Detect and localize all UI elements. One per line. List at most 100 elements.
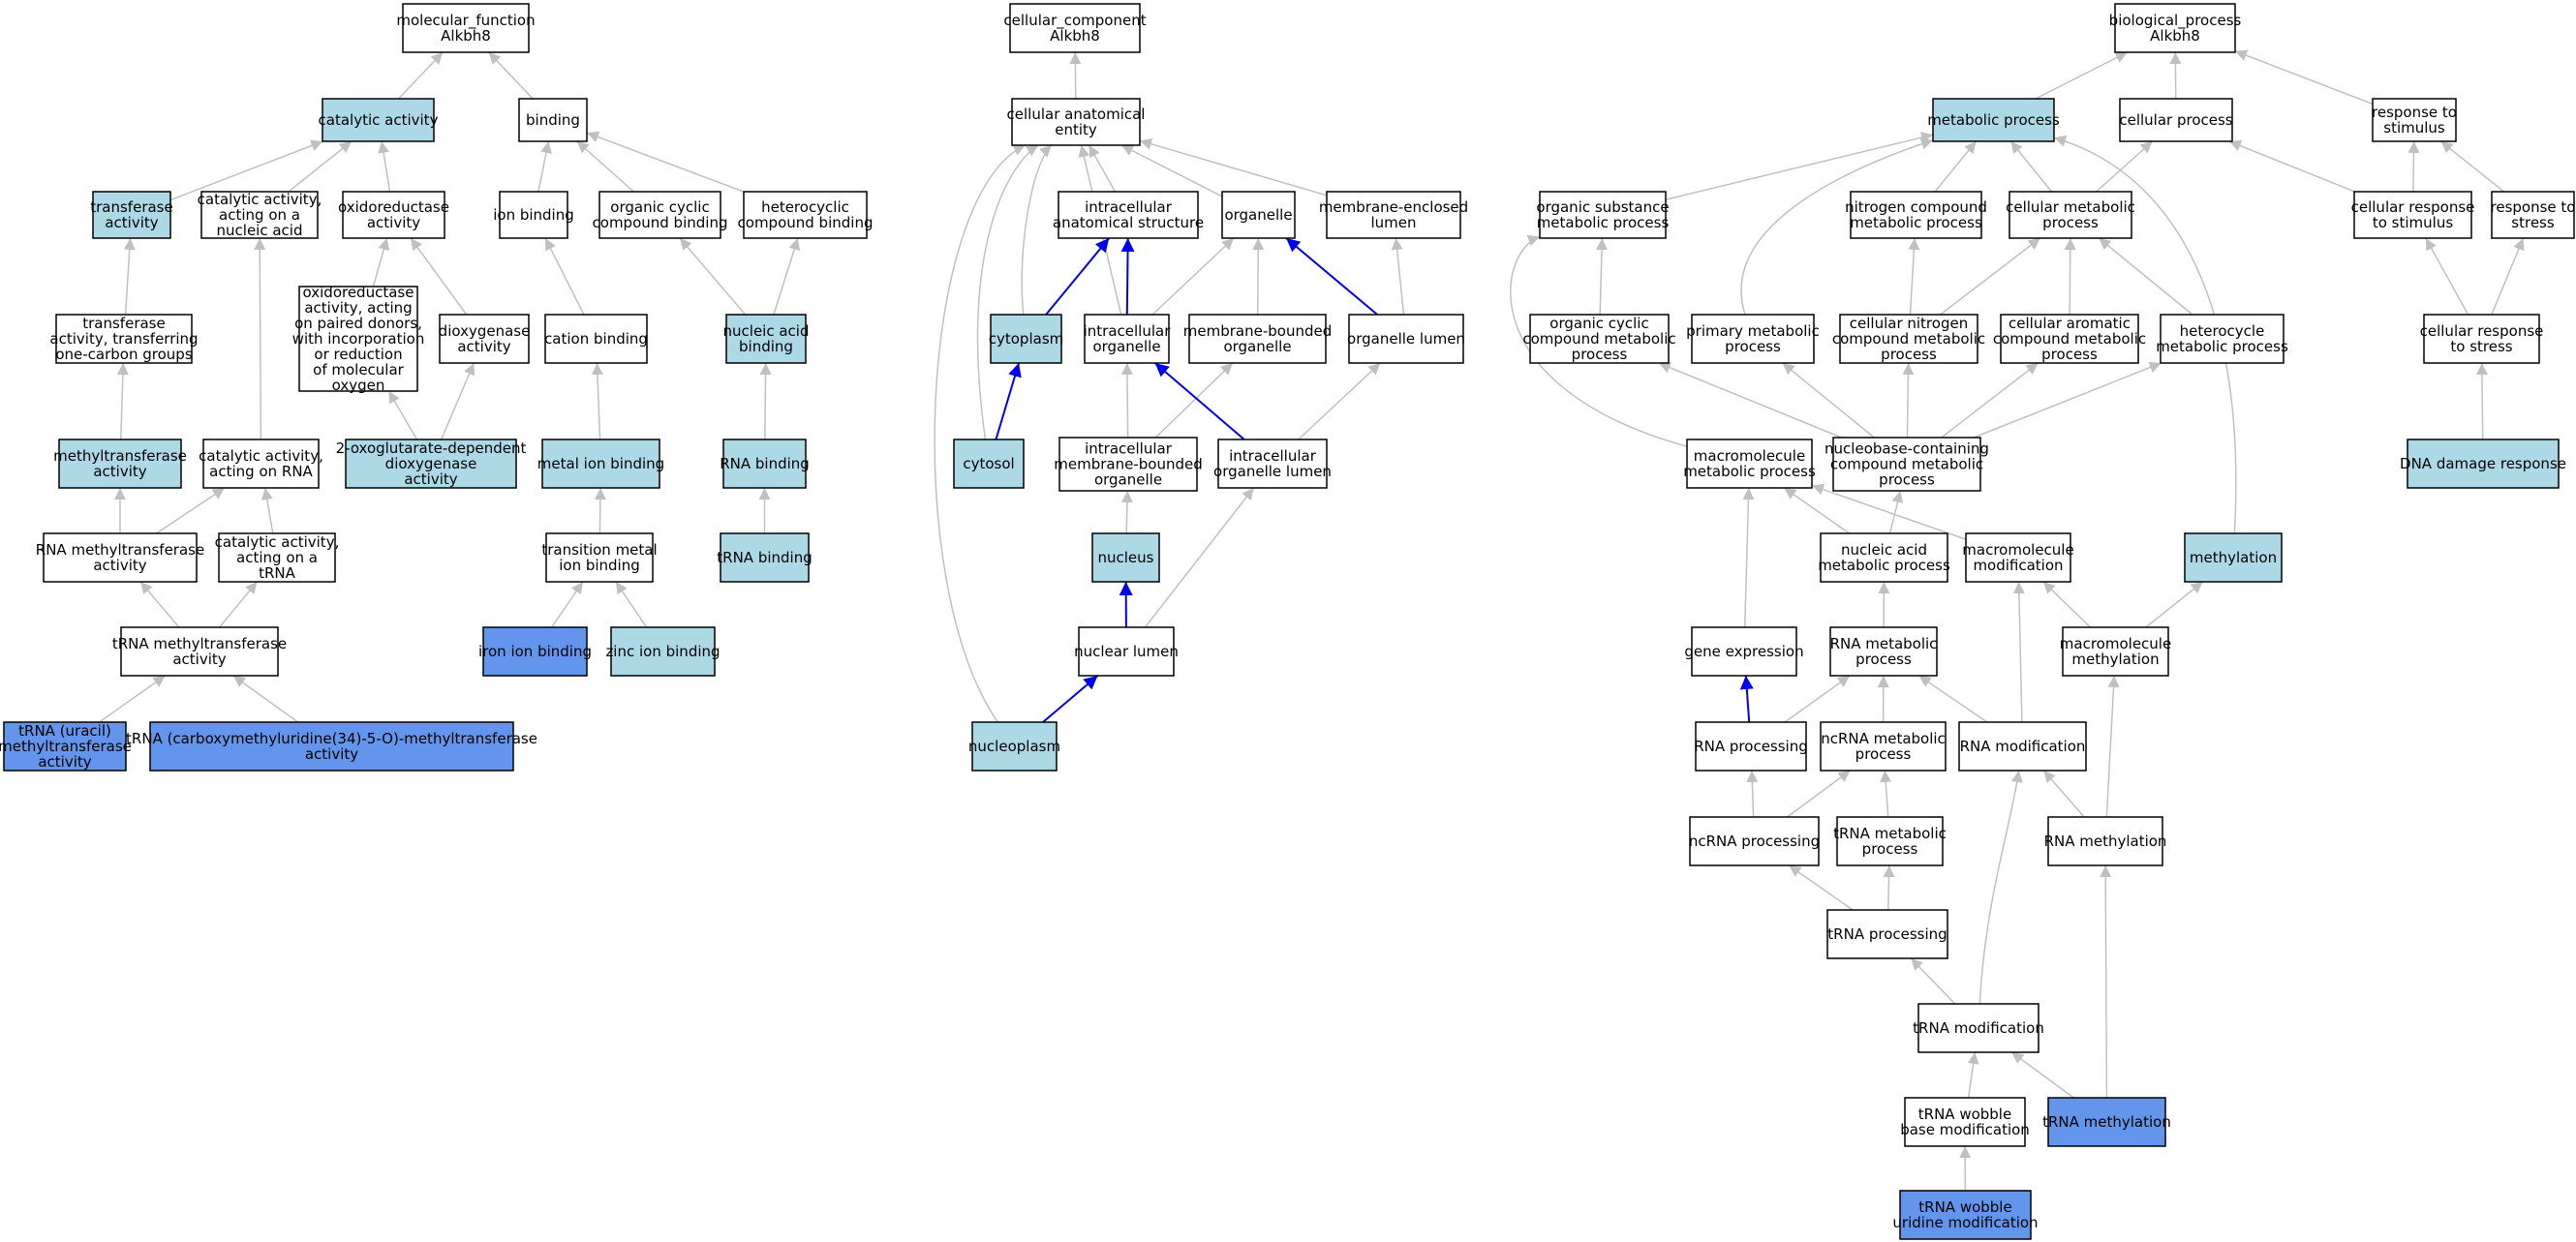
node-meth[interactable]: methylation [2184, 532, 2283, 583]
edge-trnameth-to-trnamod [2010, 1051, 2074, 1099]
edge-zinc-to-transmetal [615, 581, 648, 628]
node-gexp[interactable]: gene expression [1684, 626, 1804, 677]
node-label-uracil: tRNA (uracil) [18, 722, 111, 740]
node-zinc[interactable]: zinc ion binding [605, 626, 721, 677]
node-label-ncm: metabolic process [1850, 214, 1982, 231]
node-nl[interactable]: nuclear lumen [1074, 626, 1179, 677]
node-label-transmetal: transition metal [541, 541, 657, 559]
node-cyto[interactable]: cytoplasm [989, 314, 1064, 364]
node-rnaproc[interactable]: RNA processing [1694, 721, 1808, 772]
node-cellp[interactable]: cellular process [2119, 98, 2233, 142]
edge-transmetal-to-metal [594, 487, 606, 534]
node-oxoglut[interactable]: 2-oxoglutarate-dependentdioxygenaseactiv… [336, 439, 527, 489]
node-metal[interactable]: metal ion binding [537, 439, 664, 489]
node-ddr[interactable]: DNA damage response [2400, 439, 2566, 489]
node-trnamod[interactable]: tRNA modification [1913, 1003, 2044, 1053]
node-label-crstress: cellular response [2420, 322, 2544, 340]
node-label-trnamp: process [1862, 840, 1918, 858]
edge-cmu-to-trnamt [232, 675, 299, 723]
node-label-nbcm: nucleobase-containing [1825, 440, 1989, 458]
node-label-rnamp: RNA metabolic [1830, 635, 1938, 652]
node-ol[interactable]: organelle lumen [1347, 314, 1465, 364]
edge-mmod-to-mmp [1811, 483, 1967, 540]
node-box-cytosol [953, 439, 1025, 489]
node-trnaproc[interactable]: tRNA processing [1826, 909, 1948, 959]
edge-transone-to-trans [123, 237, 136, 316]
node-label-hetcyc: compound binding [738, 214, 874, 231]
edge-cat-to-mf [397, 51, 444, 100]
node-label-rnaproc: RNA processing [1694, 738, 1808, 755]
node-npl[interactable]: nucleoplasm [968, 721, 1060, 772]
node-nuc[interactable]: nucleus [1091, 532, 1160, 583]
edge-cytosol-to-cyto [995, 362, 1022, 440]
node-rnamod[interactable]: RNA modification [1958, 721, 2087, 772]
node-org[interactable]: organelle [1221, 191, 1296, 239]
node-cation[interactable]: cation binding [544, 314, 648, 364]
node-cmu[interactable]: tRNA (carboxymethyluridine(34)-5-O)-meth… [126, 721, 537, 772]
node-ncrnaproc[interactable]: ncRNA processing [1689, 816, 1820, 866]
node-ionb[interactable]: ion binding [493, 191, 574, 239]
node-catrna[interactable]: catalytic activity,acting on RNA [199, 439, 323, 489]
node-trnab[interactable]: tRNA binding [717, 532, 813, 583]
edge-trnameth-to-rnameth [2100, 864, 2112, 1099]
node-label-rstim: response to [2372, 104, 2457, 121]
node-cat[interactable]: catalytic activity [319, 98, 439, 142]
node-iron[interactable]: iron ion binding [478, 626, 592, 677]
edge-rnamod-to-mmod [2012, 581, 2025, 723]
node-bind[interactable]: binding [518, 98, 588, 142]
edge-ncrnaproc-to-rnaproc [1746, 770, 1759, 818]
node-trnameth[interactable]: tRNA methylation [2042, 1097, 2171, 1147]
node-rnameth[interactable]: RNA methylation [2044, 816, 2167, 866]
node-metab[interactable]: metabolic process [1927, 98, 2060, 142]
node-cytosol[interactable]: cytosol [953, 439, 1025, 489]
node-rnab[interactable]: RNA binding [720, 439, 810, 489]
